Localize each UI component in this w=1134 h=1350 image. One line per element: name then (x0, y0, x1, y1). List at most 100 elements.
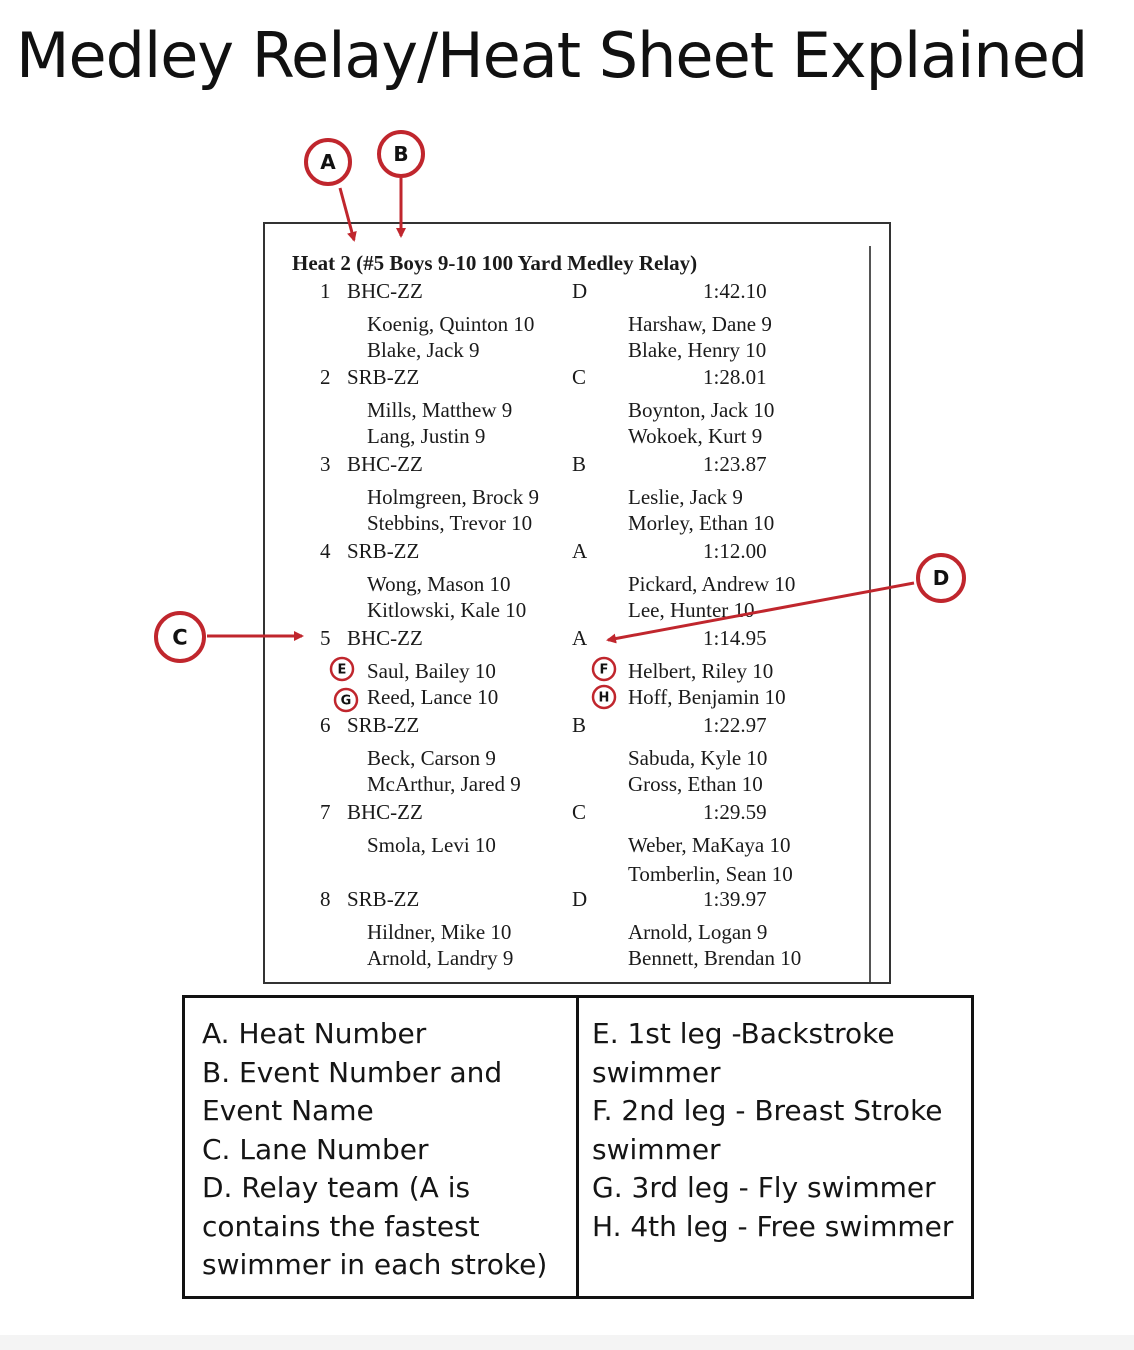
lane-number: 4 (320, 539, 331, 563)
marker-f: F (591, 656, 617, 682)
swimmer-name: Leslie, Jack 9 (628, 485, 743, 509)
swimmer-name: Holmgreen, Brock 9 (367, 485, 540, 509)
swimmer-name: Blake, Jack 9 (367, 338, 480, 362)
swimmer-name: Boynton, Jack 10 (628, 398, 775, 422)
swimmer-name: Bennett, Brendan 10 (628, 946, 802, 970)
swimmer-name: Lang, Justin 9 (367, 424, 486, 448)
legend-divider (576, 995, 579, 1299)
relay-letter: D (572, 887, 588, 911)
seed-time: 1:22.97 (703, 713, 767, 737)
swimmer-name: Blake, Henry 10 (628, 338, 767, 362)
swimmer-name: Kitlowski, Kale 10 (367, 598, 527, 622)
legend-line: swimmer (592, 1132, 721, 1166)
marker-d: D (916, 553, 966, 603)
marker-g: G (333, 687, 359, 713)
relay-letter: A (572, 539, 588, 563)
swimmer-name: Harshaw, Dane 9 (628, 312, 772, 336)
legend-line: H. 4th leg - Free swimmer (592, 1209, 954, 1243)
legend-line: B. Event Number and (202, 1055, 503, 1089)
swimmer-name: Arnold, Logan 9 (628, 920, 768, 944)
annotation-markers: A B C D E F G H (154, 130, 966, 713)
seed-time: 1:23.87 (703, 452, 767, 476)
legend-line: F. 2nd leg - Breast Stroke (592, 1094, 943, 1127)
swimmer-name: Beck, Carson 9 (367, 746, 496, 770)
lane-number: 6 (320, 713, 331, 737)
lane-number: 1 (320, 279, 331, 303)
marker-f-label: F (600, 663, 609, 678)
seed-time: 1:28.01 (703, 365, 767, 389)
marker-e: E (329, 656, 355, 682)
team-name: SRB-ZZ (347, 887, 420, 911)
legend-line: swimmer (592, 1055, 721, 1089)
marker-g-label: G (341, 694, 352, 709)
swimmer-name: Stebbins, Trevor 10 (367, 511, 533, 535)
legend-line: A. Heat Number (202, 1017, 427, 1050)
lane-number: 3 (320, 452, 331, 476)
seed-time: 1:29.59 (703, 800, 767, 824)
swimmer-name: Mills, Matthew 9 (367, 398, 513, 422)
heat-sheet (263, 222, 891, 984)
legend-line: Event Name (202, 1094, 374, 1127)
marker-c-label: C (172, 626, 187, 650)
swimmer-name: Wokoek, Kurt 9 (628, 424, 763, 448)
relay-letter: D (572, 279, 588, 303)
marker-a-arrow (338, 187, 357, 242)
seed-time: 1:39.97 (703, 887, 767, 911)
relay-letter: C (572, 365, 587, 389)
marker-h: H (591, 684, 617, 710)
heat-sheet-rule (869, 246, 871, 982)
team-name: BHC-ZZ (347, 800, 423, 824)
lane-number: 2 (320, 365, 331, 389)
marker-d-label: D (933, 566, 950, 590)
team-name: BHC-ZZ (347, 452, 423, 476)
swimmer-name: Saul, Bailey 10 (367, 659, 496, 683)
swimmer-name: Arnold, Landry 9 (367, 946, 514, 970)
swimmer-name: Reed, Lance 10 (367, 685, 499, 709)
marker-d-arrow (606, 581, 915, 644)
legend-right-column: E. 1st leg -Backstroke swimmer F. 2nd leg … (592, 1015, 953, 1246)
swimmer-name: Hildner, Mike 10 (367, 920, 512, 944)
page-title: Medley Relay/Heat Sheet Explained (16, 19, 1088, 92)
relay-letter: A (572, 626, 588, 650)
legend-line: C. Lane Number (202, 1132, 429, 1166)
lane-number: 7 (320, 800, 331, 824)
relay-letter: B (572, 713, 587, 737)
swimmer-name: Pickard, Andrew 10 (628, 572, 796, 596)
seed-time: 1:12.00 (703, 539, 767, 563)
marker-b: B (377, 130, 425, 178)
lane-number: 8 (320, 887, 331, 911)
swimmer-name: Morley, Ethan 10 (628, 511, 775, 535)
legend-line: contains the fastest (202, 1209, 480, 1243)
marker-h-label: H (599, 691, 610, 706)
heat-header: Heat 2 (#5 Boys 9-10 100 Yard Medley Rel… (292, 251, 698, 275)
team-name: SRB-ZZ (347, 713, 420, 737)
seed-time: 1:14.95 (703, 626, 767, 650)
swimmer-name: Tomberlin, Sean 10 (628, 862, 793, 886)
bottom-band (0, 1335, 1134, 1350)
team-name: SRB-ZZ (347, 365, 420, 389)
relay-letter: C (572, 800, 587, 824)
swimmer-name: Sabuda, Kyle 10 (628, 746, 768, 770)
legend-line: swimmer in each stroke) (202, 1248, 548, 1281)
legend-line: D. Relay team (A is (202, 1171, 471, 1204)
swimmer-name: Smola, Levi 10 (367, 833, 496, 857)
swimmer-name: Hoff, Benjamin 10 (628, 685, 786, 709)
marker-b-label: B (393, 142, 408, 166)
swimmer-name: Wong, Mason 10 (367, 572, 511, 596)
legend-line: G. 3rd leg - Fly swimmer (592, 1171, 936, 1204)
marker-c: C (154, 611, 206, 663)
swimmer-name: Gross, Ethan 10 (628, 772, 763, 796)
swimmer-name: Weber, MaKaya 10 (628, 833, 791, 857)
legend-line: E. 1st leg -Backstroke (592, 1017, 895, 1050)
team-name: SRB-ZZ (347, 539, 420, 563)
relay-letter: B (572, 452, 587, 476)
swimmer-name: Koenig, Quinton 10 (367, 312, 535, 336)
swimmer-name: Helbert, Riley 10 (628, 659, 774, 683)
team-name: BHC-ZZ (347, 279, 423, 303)
marker-e-label: E (338, 663, 347, 678)
swimmer-name: McArthur, Jared 9 (367, 772, 521, 796)
marker-a: A (304, 138, 352, 186)
lane-number: 5 (320, 626, 331, 650)
marker-a-label: A (320, 150, 336, 174)
